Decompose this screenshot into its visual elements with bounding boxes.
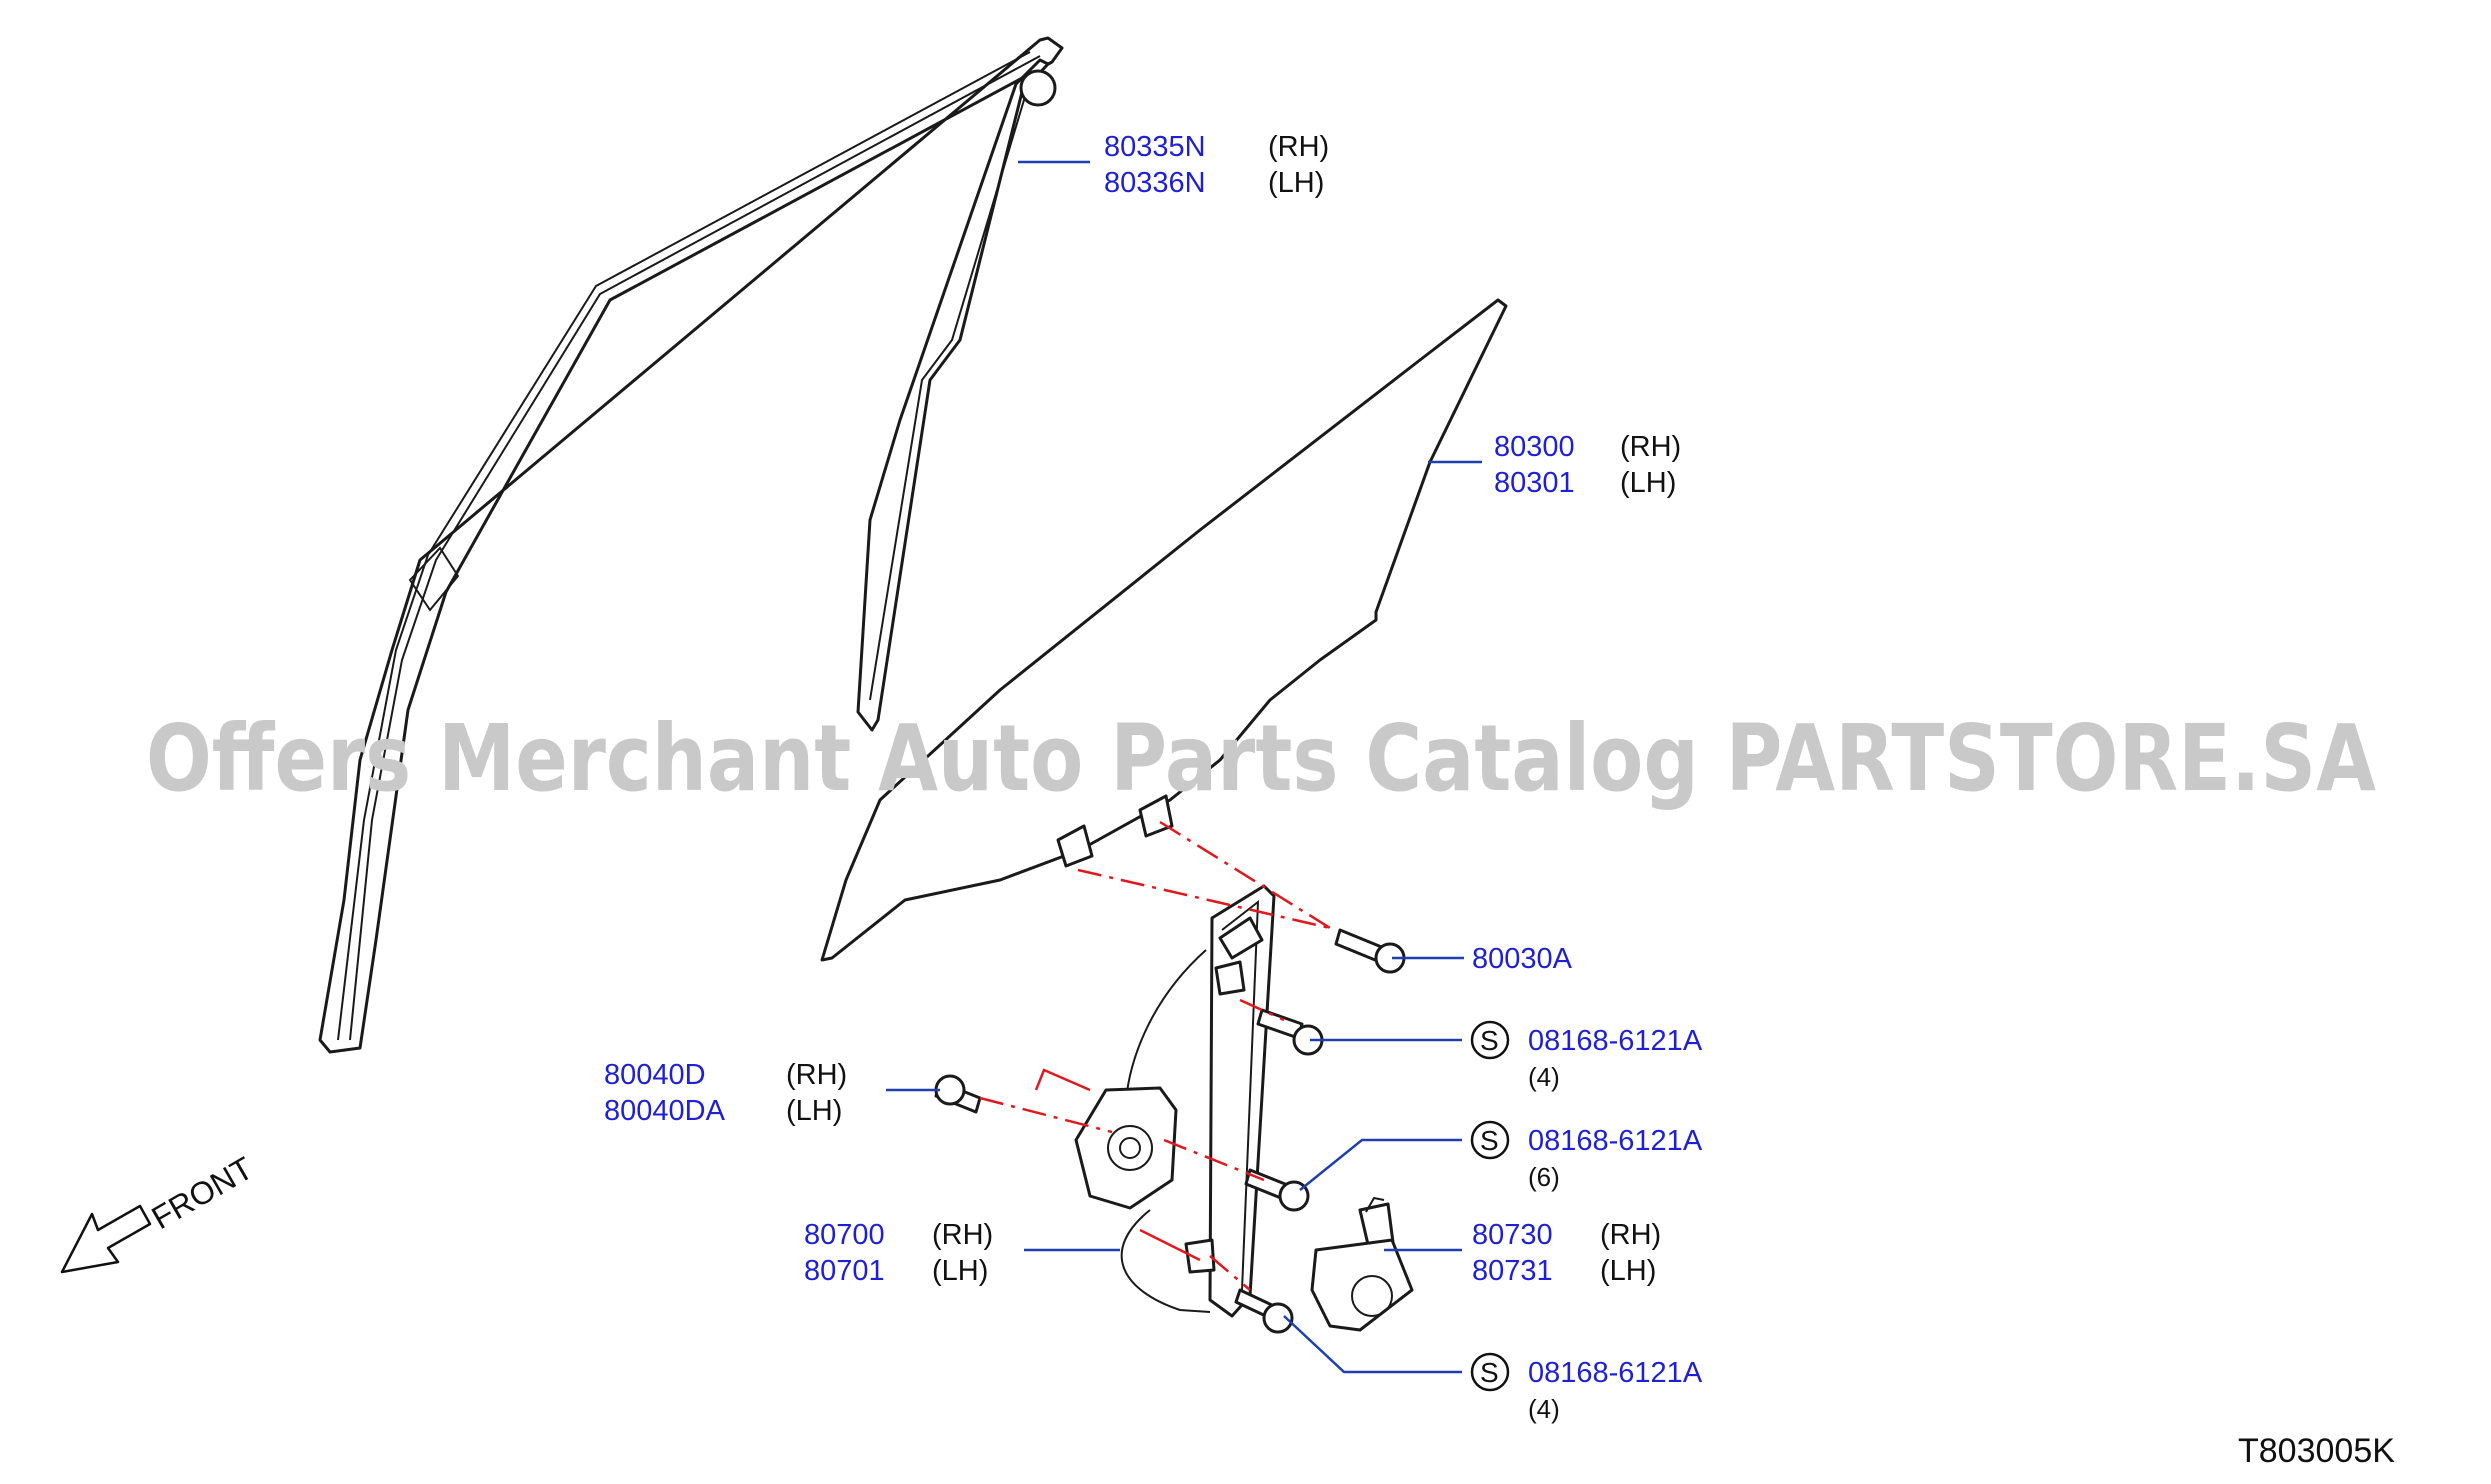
window-regulator-drawing (1074, 884, 1276, 1318)
quantity: (4) (1528, 1394, 1560, 1424)
front-indicator: FRONT (60, 1150, 259, 1274)
side-label: (RH) (1620, 431, 1681, 463)
side-label: (LH) (932, 1255, 988, 1287)
quantity: (6) (1528, 1162, 1560, 1192)
callout-motor[interactable]: 80730 (RH) 80731 (LH) (1472, 1219, 1661, 1287)
part-number[interactable]: 08168-6121A (1528, 1025, 1703, 1057)
leader-lines (886, 160, 1482, 1374)
side-label: (LH) (1600, 1255, 1656, 1287)
side-label: (LH) (1268, 167, 1324, 199)
callout-bolt-a[interactable]: S 08168-6121A (4) (1470, 1020, 1703, 1092)
part-number[interactable]: 80040D (604, 1059, 706, 1091)
door-sash-drawing (318, 36, 1064, 1054)
window-motor-drawing (1310, 1196, 1414, 1332)
bolt-drawings (934, 928, 1406, 1334)
side-label: (LH) (1620, 467, 1676, 499)
callout-pivot[interactable]: 80040D (RH) 80040DA (LH) (604, 1059, 847, 1127)
side-label: (RH) (1268, 131, 1329, 163)
callout-regulator[interactable]: 80700 (RH) 80701 (LH) (804, 1219, 993, 1287)
s-symbol-circle (1470, 1020, 1510, 1060)
part-number[interactable]: 80731 (1472, 1255, 1553, 1287)
part-number[interactable]: 80300 (1494, 431, 1575, 463)
callout-bolt-c[interactable]: S 08168-6121A (4) (1470, 1352, 1703, 1424)
diagram-code: T803005K (2238, 1432, 2395, 1470)
s-symbol-circle (1470, 1120, 1510, 1160)
front-arrow-icon (60, 1204, 152, 1274)
side-label: (RH) (786, 1059, 847, 1091)
part-number[interactable]: 80730 (1472, 1219, 1553, 1251)
callout-glass-bolt[interactable]: 80030A (1472, 943, 1573, 975)
side-label: (RH) (1600, 1219, 1661, 1251)
part-number[interactable]: 08168-6121A (1528, 1357, 1703, 1389)
s-symbol: S (1480, 1357, 1499, 1388)
s-symbol: S (1480, 1025, 1499, 1056)
part-number[interactable]: 80701 (804, 1255, 885, 1287)
side-label: (LH) (786, 1095, 842, 1127)
callout-sash[interactable]: 80335N (RH) 80336N (LH) (1104, 131, 1329, 199)
alignment-lines (979, 820, 1331, 1291)
front-label: FRONT (146, 1150, 259, 1236)
callout-bolt-b[interactable]: S 08168-6121A (6) (1470, 1120, 1703, 1192)
side-label: (RH) (932, 1219, 993, 1251)
part-number[interactable]: 80040DA (604, 1095, 726, 1127)
callout-glass[interactable]: 80300 (RH) 80301 (LH) (1494, 431, 1681, 499)
part-number[interactable]: 80301 (1494, 467, 1575, 499)
part-number[interactable]: 80336N (1104, 167, 1206, 199)
part-number[interactable]: 80030A (1472, 943, 1573, 975)
s-symbol-circle (1470, 1352, 1510, 1392)
part-number[interactable]: 08168-6121A (1528, 1125, 1703, 1157)
part-number[interactable]: 80335N (1104, 131, 1206, 163)
door-glass-drawing (820, 298, 1508, 962)
watermark: Offers Merchant Auto Parts Catalog PARTS… (146, 705, 2376, 812)
part-number[interactable]: 80700 (804, 1219, 885, 1251)
quantity: (4) (1528, 1062, 1560, 1092)
s-symbol: S (1480, 1125, 1499, 1156)
